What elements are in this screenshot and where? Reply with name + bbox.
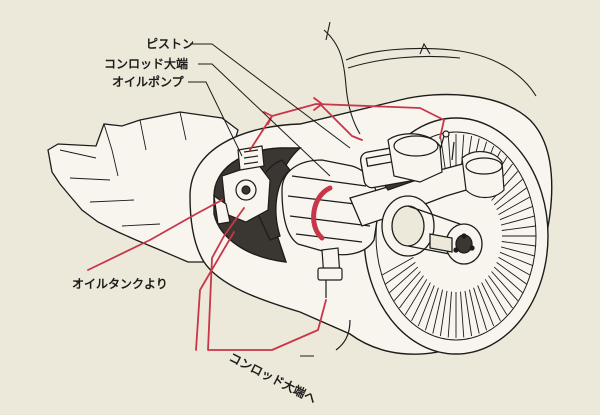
- fan-fin: [496, 187, 527, 210]
- fan-fin: [501, 241, 536, 247]
- fan-fin: [496, 262, 527, 285]
- fan-fin: [499, 205, 533, 221]
- carburetor: [387, 130, 505, 199]
- fan-fin: [399, 275, 424, 309]
- fan-fin: [499, 251, 533, 267]
- label-to-conrod-big-end: コンロッド大端へ: [227, 349, 319, 406]
- fan-fin: [464, 290, 473, 337]
- fan-fin: [381, 257, 414, 276]
- fan-fin: [404, 279, 428, 316]
- fan-fin: [491, 271, 519, 302]
- fan-fin: [500, 246, 535, 257]
- fan-fin: [393, 271, 421, 302]
- fan-fin: [439, 290, 448, 337]
- fan-fin: [432, 289, 444, 334]
- fan-fin: [481, 282, 501, 321]
- label-oil-pump: オイルポンプ: [112, 74, 185, 89]
- fan-fin: [493, 178, 523, 206]
- fan-fin: [417, 285, 435, 327]
- fan-fin: [460, 291, 465, 338]
- crankshaft-assembly: [349, 143, 487, 265]
- fan-fin: [484, 279, 508, 316]
- fan-fin: [424, 287, 439, 331]
- fan-fin: [473, 287, 488, 331]
- fan-fin: [493, 266, 523, 294]
- fan-fin: [498, 196, 531, 215]
- fan-fin: [468, 289, 480, 334]
- fan-fin: [498, 257, 531, 276]
- fan-fin: [500, 215, 535, 226]
- label-conrod-big-end: コンロッド大端: [104, 56, 188, 71]
- cylinder-block: [256, 159, 379, 256]
- fan-fin: [477, 285, 495, 327]
- oil-pump-housing: [213, 145, 271, 225]
- oil-line-lower-loop: [207, 207, 327, 351]
- label-piston: ピストン: [146, 37, 194, 51]
- oil-fitting-lower: [317, 247, 351, 351]
- fan-fin: [488, 275, 513, 309]
- fan-fin: [447, 291, 452, 338]
- leader-lines: [76, 43, 351, 357]
- fan-fin: [389, 266, 419, 294]
- conrod-big-end-highlight: [311, 185, 333, 241]
- oil-line-from-tank: [87, 199, 223, 271]
- control-cables: [323, 21, 537, 135]
- fan-fin: [411, 282, 431, 321]
- fan-fin: [385, 262, 416, 285]
- label-from-oil-tank: オイルタンクより: [72, 277, 168, 291]
- oil-lines: [87, 97, 445, 351]
- fan-fin: [501, 225, 536, 231]
